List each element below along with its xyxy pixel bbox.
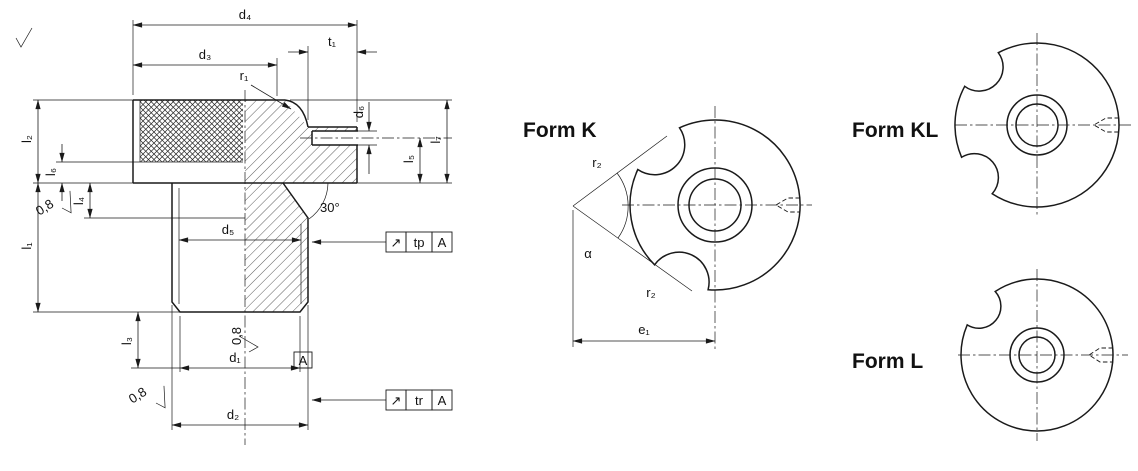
roughness-icon xyxy=(61,190,72,214)
centerlines xyxy=(244,90,452,445)
dim-label-e1: e₁ xyxy=(638,322,650,337)
form-k-title: Form K xyxy=(523,119,597,142)
roughness-icon xyxy=(238,335,259,353)
dim-label-l5: l₅ xyxy=(401,155,416,163)
section-view: d₄ d₃ t₁ r₁ d₆ l₂ l₆ l₄ l₁ l₃ l₅ l₇ d₅ 3… xyxy=(15,7,453,445)
dim-label-l6: l₆ xyxy=(43,168,58,176)
tolerance-label-tr: tr xyxy=(415,393,424,408)
roughness-marks: 0,8 0,8 0,8 xyxy=(15,27,259,409)
runout-arrow-icon: ↗ xyxy=(391,393,402,408)
dim-label-d1: d₁ xyxy=(229,350,241,365)
dim-label-t1: t₁ xyxy=(328,34,337,49)
section-fills xyxy=(140,100,357,312)
tolerance-datum-tp: A xyxy=(438,235,447,250)
datum-label: A xyxy=(299,353,308,368)
datum-feature-box: A xyxy=(293,351,313,369)
tolerance-label-tp: tp xyxy=(414,235,425,250)
runout-arrow-icon: ↗ xyxy=(391,235,402,250)
dim-label-d6: d₆ xyxy=(351,106,366,118)
tolerance-callout-tp: ↗ tp A xyxy=(311,231,453,253)
dim-label-angle: 30° xyxy=(320,200,340,215)
dim-label-r2-top: r₂ xyxy=(592,155,601,170)
dim-label-l1: l₁ xyxy=(19,242,34,250)
pin-hole-void xyxy=(312,131,358,145)
dim-label-d4: d₄ xyxy=(239,7,252,22)
dim-label-r1: r₁ xyxy=(240,68,249,83)
hidden-pin-hole xyxy=(775,197,800,213)
tolerance-datum-tr: A xyxy=(438,393,447,408)
form-kl-title: Form KL xyxy=(852,119,939,142)
knurl-pattern xyxy=(140,100,243,162)
dim-label-l7: l₇ xyxy=(428,136,443,144)
dim-label-d5: d₅ xyxy=(222,222,234,237)
dim-label-d3: d₃ xyxy=(199,47,212,62)
knob-outline xyxy=(629,119,801,291)
hidden-pin-hole xyxy=(1093,117,1119,133)
alpha-arc xyxy=(616,172,629,239)
roughness-value: 0,8 xyxy=(33,196,56,218)
dim-label-l4: l₄ xyxy=(71,197,86,205)
dim-label-alpha: α xyxy=(584,246,592,261)
form-k-view: Form K r₂ r₂ α e₁ xyxy=(523,106,812,352)
part-outline xyxy=(84,99,358,313)
knob-outline xyxy=(954,42,1120,208)
form-kl-view: Form KL xyxy=(852,33,1132,217)
form-l-view: Form L xyxy=(852,269,1128,441)
roughness-value: 0,8 xyxy=(126,384,149,406)
knob-outline xyxy=(960,278,1114,432)
boss-section-hatch xyxy=(245,183,308,312)
roughness-value: 0,8 xyxy=(229,327,244,345)
roughness-icon xyxy=(15,27,33,48)
form-l-title: Form L xyxy=(852,350,923,373)
dim-label-r2-bottom: r₂ xyxy=(646,285,655,300)
dimension-lines xyxy=(35,22,450,428)
tolerance-callout-tr: ↗ tr A xyxy=(311,389,453,411)
dim-label-l3: l₃ xyxy=(119,337,134,345)
dim-label-d2: d₂ xyxy=(227,407,239,422)
dim-label-l2: l₂ xyxy=(19,135,34,143)
angle-arc xyxy=(308,182,329,220)
head-section-hatch xyxy=(245,100,357,183)
hidden-pin-hole xyxy=(1088,347,1113,363)
roughness-icon xyxy=(155,385,166,409)
recess-radius-lines xyxy=(572,135,693,292)
